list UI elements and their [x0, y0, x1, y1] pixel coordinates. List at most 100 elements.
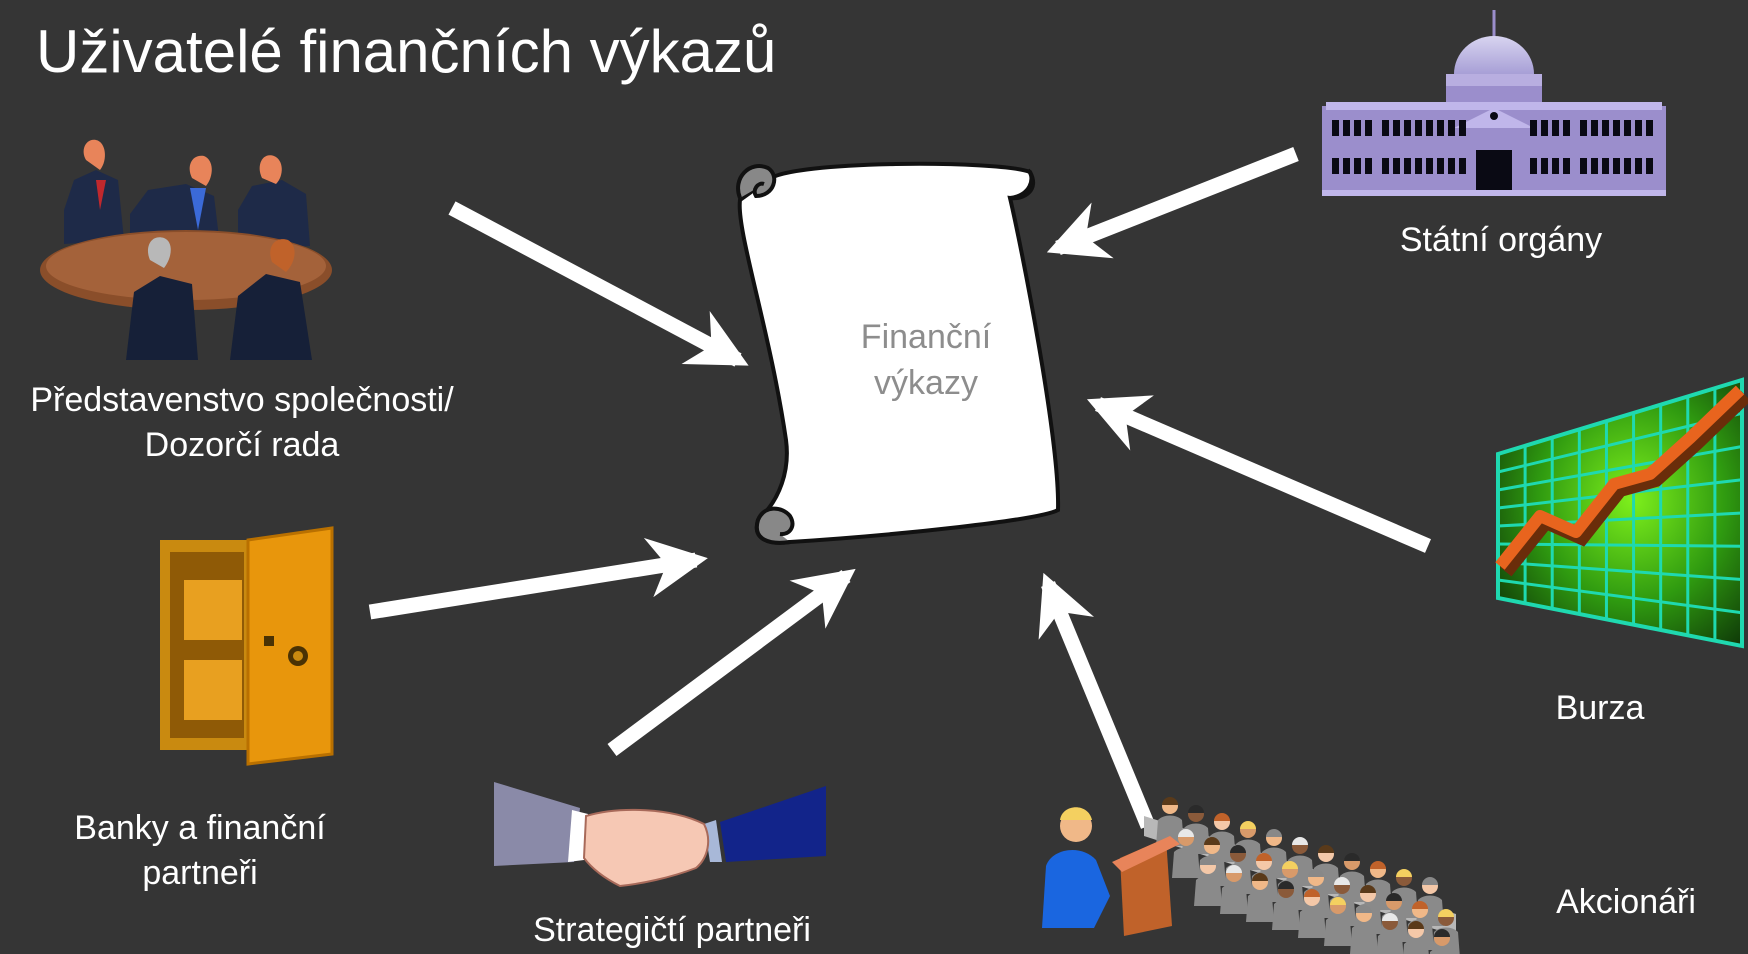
audience-member-hair — [1396, 869, 1412, 877]
audience-member-body — [1403, 939, 1429, 954]
building-window — [1437, 120, 1444, 136]
building-window — [1354, 120, 1361, 136]
audience-member-hair — [1252, 873, 1268, 881]
building-window — [1635, 158, 1642, 174]
audience-member-body — [1376, 931, 1404, 954]
audience-member-body — [1194, 875, 1222, 906]
building-window — [1591, 158, 1598, 174]
central-label-line2: výkazy — [874, 364, 978, 402]
chart-grid-hline — [1497, 560, 1743, 581]
label-board-line1: Představenstvo společnosti/ — [30, 381, 454, 419]
building-window — [1624, 120, 1631, 136]
audience-member-hair — [1370, 861, 1386, 869]
building-window — [1580, 158, 1587, 174]
building-window — [1591, 120, 1598, 136]
building-window — [1332, 120, 1339, 136]
audience-member-hair — [1304, 889, 1320, 897]
audience-member-body — [1156, 815, 1184, 846]
building-window — [1580, 120, 1587, 136]
building-window — [1541, 120, 1548, 136]
building-window — [1646, 158, 1653, 174]
building-window — [1404, 120, 1411, 136]
audience-member-hair — [1438, 909, 1454, 917]
building-window — [1635, 120, 1642, 136]
audience-member-hair — [1178, 829, 1194, 837]
audience-member-hair — [1318, 845, 1334, 853]
label-banks-line2: partneři — [142, 854, 258, 892]
building-window — [1415, 158, 1422, 174]
audience-member-body — [1272, 899, 1300, 930]
building-window — [1437, 158, 1444, 174]
audience-member-hair — [1360, 885, 1376, 893]
building-window — [1563, 158, 1570, 174]
audience-member-hair — [1282, 861, 1298, 869]
audience-member-hair — [1214, 813, 1230, 821]
audience-member-body — [1324, 915, 1352, 946]
audience-member-hair — [1412, 901, 1428, 909]
audience-member-hair — [1308, 869, 1324, 877]
audience-member-body — [1429, 947, 1455, 954]
building-window — [1459, 120, 1466, 136]
building-window — [1343, 120, 1350, 136]
label-banks-line1: Banky a finanční — [74, 809, 326, 847]
audience-member-hair — [1386, 893, 1402, 901]
audience-member-body — [1220, 883, 1248, 914]
building-window — [1613, 158, 1620, 174]
scroll-icon — [736, 161, 1061, 545]
building-window — [1530, 120, 1537, 136]
arrow-board-to-statements — [448, 201, 749, 367]
building-window — [1624, 158, 1631, 174]
building-window — [1365, 120, 1372, 136]
audience-member-body — [1172, 847, 1200, 878]
arrow-shareholders-to-statements — [1038, 572, 1155, 829]
page-title: Uživatelé finančních výkazů — [36, 18, 777, 85]
audience-member-hair — [1204, 837, 1220, 845]
building-window — [1404, 158, 1411, 174]
arrow-strategic-to-statements — [607, 568, 856, 757]
government-building-icon — [1322, 10, 1666, 196]
arrow-exchange-to-statements — [1086, 395, 1431, 553]
label-banks: Banky a finanční partneři — [50, 806, 350, 896]
building-window — [1530, 158, 1537, 174]
audience-member-hair — [1200, 857, 1216, 865]
building-window — [1382, 158, 1389, 174]
building-window — [1448, 158, 1455, 174]
audience-member-body — [1246, 891, 1274, 922]
building-window — [1448, 120, 1455, 136]
building-window — [1415, 120, 1422, 136]
building-window — [1426, 120, 1433, 136]
building-window — [1332, 158, 1339, 174]
central-node-financial-statements: Finanční výkazy — [826, 314, 1026, 406]
building-window — [1382, 120, 1389, 136]
audience-member-hair — [1240, 821, 1256, 829]
audience-member-hair — [1226, 865, 1242, 873]
audience-member-hair — [1434, 929, 1450, 937]
audience-member-hair — [1188, 805, 1204, 813]
audience-member-hair — [1356, 905, 1372, 913]
label-state: Státní orgány — [1399, 221, 1603, 259]
building-window — [1541, 158, 1548, 174]
boardroom-meeting-icon — [40, 139, 332, 360]
building-window — [1365, 158, 1372, 174]
building-window — [1563, 120, 1570, 136]
arrows — [368, 147, 1431, 829]
audience-member-hair — [1344, 853, 1360, 861]
building-window — [1602, 120, 1609, 136]
chart-grid-hline — [1497, 578, 1743, 615]
building-window — [1343, 158, 1350, 174]
chart-grid-hline — [1497, 542, 1743, 548]
audience-member-hair — [1422, 877, 1438, 885]
label-board-line2: Dozorčí rada — [144, 426, 340, 464]
audience-member-hair — [1278, 881, 1294, 889]
building-window — [1393, 120, 1400, 136]
central-label-line1: Finanční — [860, 318, 992, 356]
building-window — [1393, 158, 1400, 174]
audience-member-hair — [1330, 897, 1346, 905]
label-board: Představenstvo společnosti/ Dozorčí rada — [4, 378, 480, 468]
building-window — [1459, 158, 1466, 174]
arrow-state-to-statements — [1046, 147, 1299, 259]
label-shareholders: Akcionáři — [1556, 883, 1696, 921]
audience-member-body — [1298, 907, 1326, 938]
audience-member-hair — [1266, 829, 1282, 837]
